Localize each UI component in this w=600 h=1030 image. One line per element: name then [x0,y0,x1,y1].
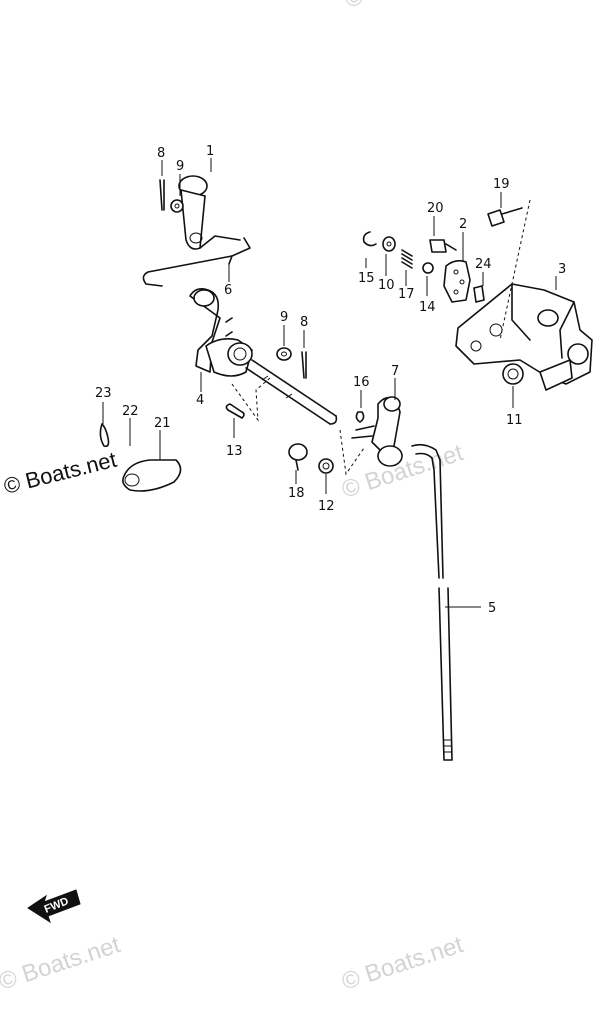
part-23-clip [99,423,110,448]
callout-11: 11 [506,413,523,428]
part-7-lever [351,396,403,467]
part-5-rod [411,443,453,761]
fwd-arrow-icon: FWD [27,889,81,924]
callout-18: 18 [288,486,305,501]
callout-13: 13 [226,444,243,459]
callout-19: 19 [493,177,510,192]
callout-7: 7 [391,364,399,379]
callout-5: 5 [488,601,496,616]
part-10-washer [382,236,396,252]
callout-8-middle: 8 [300,315,308,330]
part-8-cotter-pin-top [159,179,165,211]
part-21-knob-hole [124,473,140,487]
part-9-washer-top-hole [174,203,180,209]
watermark-bottom-left: © Boats.net [0,931,124,996]
part-12-washer [318,458,334,474]
callout-22: 22 [122,404,139,419]
callout-20: 20 [427,201,444,216]
part-4-shift-lever [189,288,253,377]
part-18-bolt [288,443,308,471]
callout-2: 2 [459,217,467,232]
part-8-cotter-pin [301,351,307,379]
callout-8-top: 8 [157,146,165,161]
part-20-screw [429,239,457,253]
callout-23: 23 [95,386,112,401]
part-11-oring-hole [507,368,519,380]
watermark-top: © Boats.net [342,0,470,14]
part-19-bolt [487,207,523,227]
part-6-link-rod [142,237,251,287]
callout-14: 14 [419,300,436,315]
watermark-bottom-right: © Boats.net [339,931,467,996]
callout-labels: 1 2 3 4 5 6 7 8 8 9 9 10 11 12 13 14 15 … [95,144,566,616]
callout-10: 10 [378,278,395,293]
callout-1: 1 [206,144,214,159]
callout-21: 21 [154,416,171,431]
part-10-washer-hole [386,241,392,247]
callout-15: 15 [358,271,375,286]
callout-12: 12 [318,499,335,514]
part-15-circlip [362,231,377,247]
callout-4: 4 [196,393,204,408]
callout-17: 17 [398,287,415,302]
callout-9-middle: 9 [280,310,288,325]
part-4-shift-shaft [245,359,338,425]
part-24-pin [473,285,485,303]
part-9-washer [276,347,292,361]
part-12-washer-hole [322,462,330,470]
part-9-washer-top [170,199,184,213]
callout-3: 3 [558,262,566,277]
part-16-clip [355,411,365,423]
part-14-ball [422,262,434,274]
callout-9-top: 9 [176,159,184,174]
part-1-lever-arm [178,175,241,250]
part-17-spring [401,249,413,269]
part-9-washer-hole [281,351,287,357]
callout-16: 16 [353,375,370,390]
watermark-center: © Boats.net [339,439,467,504]
callout-6: 6 [224,283,232,298]
part-3-housing [455,283,593,391]
watermark-dark: © Boats.net [1,447,119,499]
callout-24: 24 [475,257,492,272]
part-2-plate [443,259,471,303]
part-11-oring [502,363,524,385]
leader-lines [102,158,557,608]
part-13-pin [225,403,245,419]
